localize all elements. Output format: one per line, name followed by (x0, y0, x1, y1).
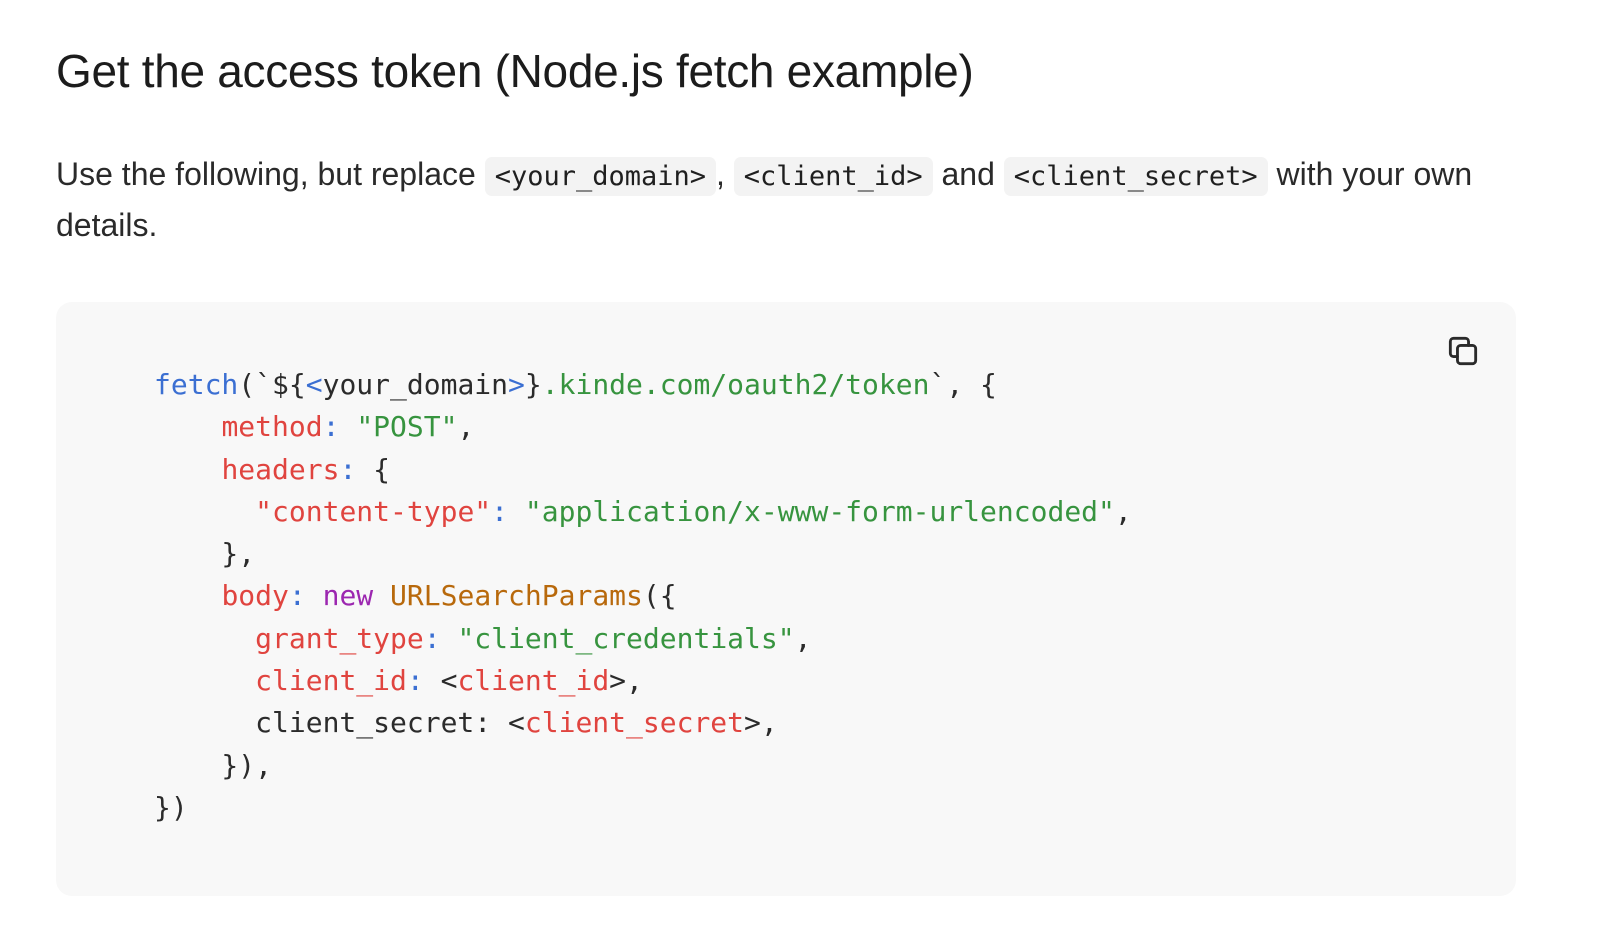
code-token (154, 410, 221, 443)
code-token: "client_credentials" (457, 621, 795, 655)
code-line: "content-type": "application/x-www-form-… (154, 491, 1132, 533)
code-line: headers: { (154, 449, 1132, 491)
code-token: .kinde.com/oauth2/token (541, 368, 930, 401)
code-token (508, 495, 525, 528)
code-token: `, { (929, 368, 997, 401)
code-token: headers (221, 452, 340, 486)
code-token: client_secret: < (154, 706, 525, 740)
code-token: }, (154, 537, 256, 571)
code-line: }), (154, 745, 1132, 787)
code-token: method (221, 410, 323, 444)
code-token: ({ (642, 579, 677, 613)
code-line: client_id: <client_id>, (154, 660, 1132, 702)
code-token: }) (154, 790, 188, 824)
inline-code-your-domain: <your_domain> (484, 157, 717, 196)
code-line: fetch(`${<your_domain>}.kinde.com/oauth2… (154, 364, 1132, 406)
code-token: > (508, 368, 525, 401)
code-token: < (423, 664, 458, 698)
inline-code-client-id: <client_id> (733, 157, 933, 196)
code-token (441, 622, 458, 655)
page-title: Get the access token (Node.js fetch exam… (56, 45, 974, 97)
code-token (154, 453, 221, 486)
code-line: grant_type: "client_credentials", (154, 618, 1132, 660)
copy-button[interactable] (1444, 332, 1482, 370)
code-token: , (794, 621, 812, 655)
code-token: , (457, 410, 475, 444)
code-token: >, (609, 664, 643, 698)
code-token: grant_type (255, 621, 424, 655)
code-token: : (339, 452, 357, 486)
code-block: fetch(`${<your_domain>}.kinde.com/oauth2… (56, 302, 1516, 896)
code-token: "content-type" (255, 494, 492, 528)
code-token: }), (154, 748, 273, 782)
intro-separator-and: and (932, 156, 1004, 192)
code-token: "application/x-www-form-urlencoded" (524, 494, 1115, 528)
code-token: client_id (255, 664, 407, 698)
code-line: }, (154, 533, 1132, 575)
code-token: } (524, 368, 542, 401)
code-token (154, 664, 255, 697)
code-token: your_domain (322, 368, 509, 401)
code-token: body (221, 579, 289, 613)
code-token: >, (744, 706, 778, 740)
intro-paragraph: Use the following, but replace <your_dom… (56, 150, 1516, 249)
inline-code-client-secret: <client_secret> (1003, 157, 1268, 196)
copy-icon (1448, 336, 1478, 366)
intro-separator-comma: , (716, 156, 734, 192)
intro-text-before: Use the following, but replace (56, 156, 485, 192)
code-token: new (322, 579, 374, 613)
code-token (306, 579, 323, 612)
code-token: : (423, 621, 441, 655)
code-line: body: new URLSearchParams({ (154, 575, 1132, 617)
code-token: fetch (154, 368, 239, 401)
code-line: method: "POST", (154, 406, 1132, 448)
code-token: "POST" (356, 410, 458, 444)
code-token: : (288, 579, 306, 613)
code-line: }) (154, 787, 1132, 829)
code-token: { (356, 452, 391, 486)
code-token (373, 579, 390, 612)
code-line: client_secret: <client_secret>, (154, 702, 1132, 744)
code-token: : (322, 410, 340, 444)
intro-text-after: with your own details. (56, 156, 1473, 243)
code-listing: fetch(`${<your_domain>}.kinde.com/oauth2… (154, 364, 1132, 829)
code-token: client_secret (524, 706, 745, 740)
code-token: : (491, 494, 509, 528)
code-token: : (406, 664, 424, 698)
code-token (154, 622, 255, 655)
code-token: , (1114, 494, 1132, 528)
code-token (154, 579, 221, 612)
code-token: < (305, 368, 323, 401)
code-token (339, 410, 356, 443)
code-token: client_id (457, 664, 610, 698)
code-token: URLSearchParams (390, 579, 643, 613)
code-token: (`${ (238, 368, 306, 401)
code-token (154, 495, 255, 528)
